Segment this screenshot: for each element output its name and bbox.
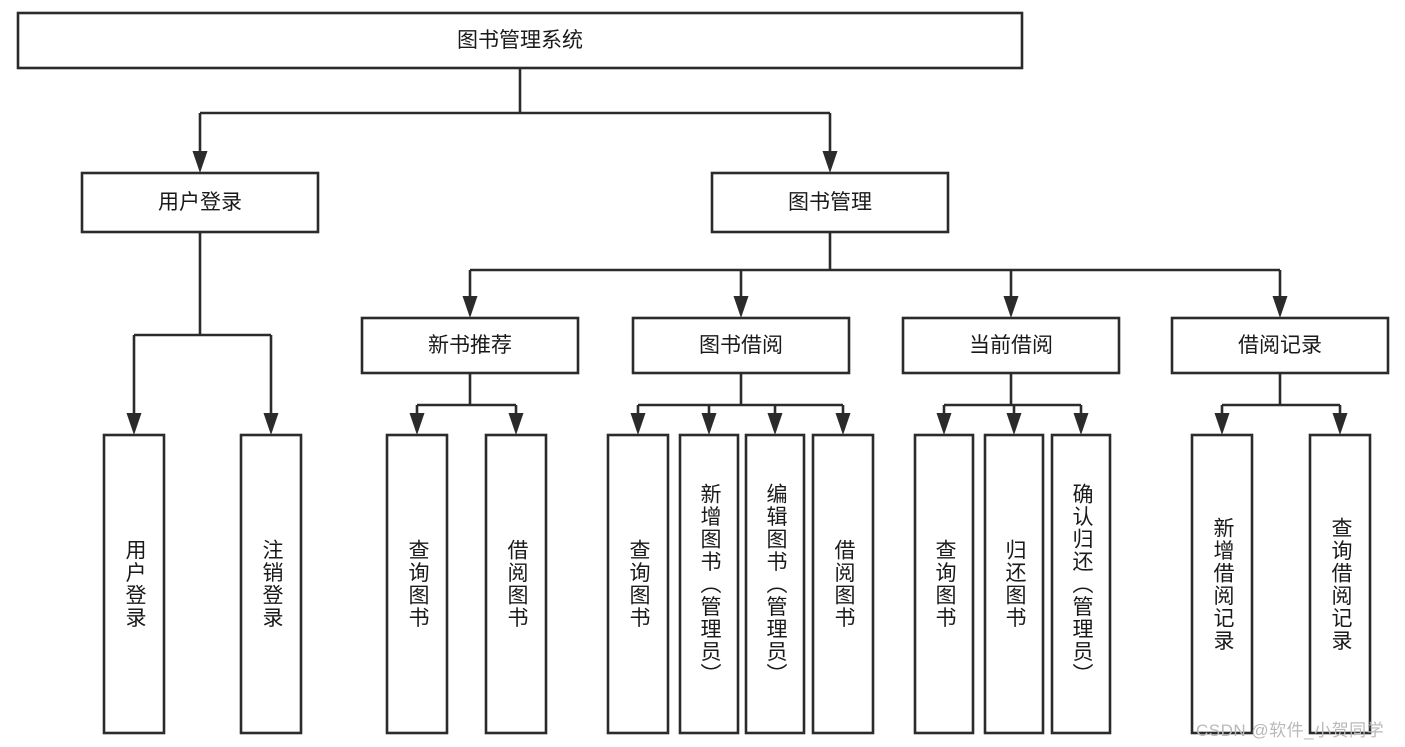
arrowhead-root-0 (192, 151, 208, 173)
node-box-user-login[interactable] (80, 171, 320, 234)
node-box-leaf-query-borrow-record[interactable] (1308, 433, 1372, 735)
node-box-leaf-user-login[interactable] (102, 433, 166, 735)
node-box-root[interactable] (16, 11, 1024, 70)
arrowhead-book-manage-0 (462, 296, 478, 318)
node-book-borrow[interactable]: 图书借阅 (631, 316, 851, 375)
arrowhead-book-borrow-leaves-0 (630, 413, 646, 435)
node-label-new-book-recommend: 新书推荐 (428, 334, 512, 357)
arrowhead-book-borrow-leaves-3 (835, 413, 851, 435)
node-user-login[interactable]: 用户登录 (80, 171, 320, 234)
arrowhead-new-book-recommend-leaves-0 (409, 413, 425, 435)
node-box-borrow-record[interactable] (1170, 316, 1390, 375)
arrowhead-new-book-recommend-leaves-1 (508, 413, 524, 435)
node-borrow-record[interactable]: 借阅记录 (1170, 316, 1390, 375)
node-box-book-manage[interactable] (710, 171, 950, 234)
arrowhead-book-borrow-leaves-1 (701, 413, 717, 435)
node-box-leaf-query-book-1[interactable] (385, 433, 449, 735)
arrowhead-book-manage-3 (1272, 296, 1288, 318)
node-book-manage[interactable]: 图书管理 (710, 171, 950, 234)
node-box-new-book-recommend[interactable] (360, 316, 580, 375)
arrowhead-root-1 (822, 151, 838, 173)
node-new-book-recommend[interactable]: 新书推荐 (360, 316, 580, 375)
node-box-book-borrow[interactable] (631, 316, 851, 375)
arrowhead-book-manage-2 (1003, 296, 1019, 318)
node-box-leaf-return-book[interactable] (983, 433, 1045, 735)
node-box-leaf-confirm-return[interactable] (1050, 433, 1112, 735)
arrowhead-user-login-leaves-0 (126, 413, 142, 435)
node-box-leaf-borrow-book-2[interactable] (811, 433, 875, 735)
arrowhead-current-borrow-leaves-0 (936, 413, 952, 435)
node-box-leaf-query-book-2[interactable] (606, 433, 670, 735)
node-box-leaf-edit-book[interactable] (744, 433, 806, 735)
arrowhead-borrow-record-leaves-0 (1214, 413, 1230, 435)
arrowhead-user-login-leaves-1 (263, 413, 279, 435)
connector-layer (126, 68, 1348, 435)
node-root[interactable]: 图书管理系统 (16, 11, 1024, 70)
node-label-root: 图书管理系统 (457, 29, 583, 52)
node-box-current-borrow[interactable] (901, 316, 1121, 375)
arrowhead-book-borrow-leaves-2 (767, 413, 783, 435)
node-box-leaf-add-borrow-record[interactable] (1190, 433, 1254, 735)
arrowhead-book-manage-1 (733, 296, 749, 318)
node-label-book-borrow: 图书借阅 (699, 334, 783, 357)
arrowhead-current-borrow-leaves-1 (1006, 413, 1022, 435)
arrowhead-current-borrow-leaves-2 (1073, 413, 1089, 435)
arrowhead-borrow-record-leaves-1 (1332, 413, 1348, 435)
node-label-user-login: 用户登录 (158, 191, 242, 214)
node-box-leaf-add-book[interactable] (678, 433, 740, 735)
node-current-borrow[interactable]: 当前借阅 (901, 316, 1121, 375)
node-label-current-borrow: 当前借阅 (969, 334, 1053, 357)
node-box-leaf-user-logout[interactable] (239, 433, 303, 735)
node-box-leaf-borrow-book-1[interactable] (484, 433, 548, 735)
node-label-borrow-record: 借阅记录 (1238, 334, 1322, 357)
watermark-credit: CSDN @软件_小贺同学 (1196, 721, 1385, 740)
node-box-leaf-query-book-3[interactable] (913, 433, 975, 735)
node-label-book-manage: 图书管理 (788, 191, 872, 214)
